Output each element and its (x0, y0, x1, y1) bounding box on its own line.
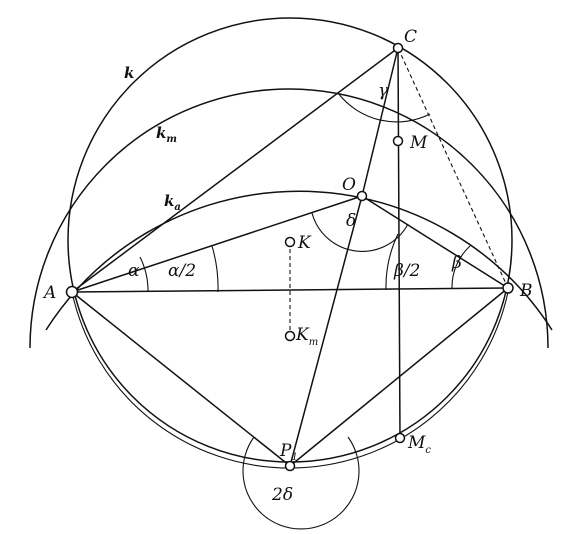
circle-km (29, 88, 549, 349)
label-two-delta: 2δ (271, 485, 293, 505)
arc-delta (311, 212, 409, 252)
arc-gamma (337, 92, 431, 123)
point-Km (284, 330, 296, 342)
point-C (392, 42, 404, 54)
point-Mc (394, 432, 406, 444)
label-gamma: γ (378, 81, 389, 101)
arc-alpha-half (211, 245, 219, 293)
label-k: k (124, 64, 134, 82)
arc-two-delta (242, 436, 360, 530)
point-K (284, 236, 296, 248)
label-Mc-base: M (407, 433, 426, 453)
label-Mc: Mc (407, 433, 431, 456)
point-P1 (284, 460, 296, 472)
label-M: M (409, 133, 428, 153)
label-A: A (42, 283, 56, 303)
label-km-sub: m (166, 134, 177, 145)
label-K: K (297, 233, 312, 253)
point-O (356, 190, 368, 202)
point-A (65, 285, 79, 299)
segment-AO (71, 195, 363, 293)
segment-CMc (397, 47, 401, 439)
arc-alpha (139, 256, 149, 293)
label-O: O (342, 175, 356, 195)
label-alpha-half: α/2 (168, 261, 196, 281)
segment-AB (71, 287, 509, 293)
label-Km: Km (295, 325, 318, 348)
point-M (392, 135, 404, 147)
arc-beta-half (385, 233, 399, 291)
label-ka-sub: a (174, 202, 180, 213)
label-Km-base: K (295, 325, 310, 345)
segment-AC (71, 47, 399, 293)
label-beta-half: β/2 (393, 261, 420, 281)
segment-CO (361, 47, 399, 197)
segment-OP1 (289, 195, 363, 467)
label-km: km (156, 124, 177, 145)
label-Km-sub: m (309, 337, 318, 348)
label-Mc-sub: c (425, 445, 431, 456)
label-ka-base: k (164, 192, 174, 210)
segment-BO (361, 195, 509, 289)
circle-ka (45, 190, 553, 331)
arc-beta (451, 245, 471, 289)
label-B: B (519, 281, 533, 301)
point-B (502, 282, 514, 294)
segment-BC (397, 47, 509, 289)
label-C: C (404, 27, 417, 47)
label-P1: P1 (279, 441, 298, 463)
label-alpha: α (128, 261, 140, 281)
label-beta: β (451, 253, 462, 273)
label-km-base: k (156, 124, 166, 142)
label-P1-base: P (279, 441, 292, 461)
label-delta: δ (346, 211, 356, 231)
label-ka: ka (164, 192, 181, 213)
segment-BP1 (289, 287, 509, 467)
label-P1-sub: 1 (291, 452, 297, 463)
